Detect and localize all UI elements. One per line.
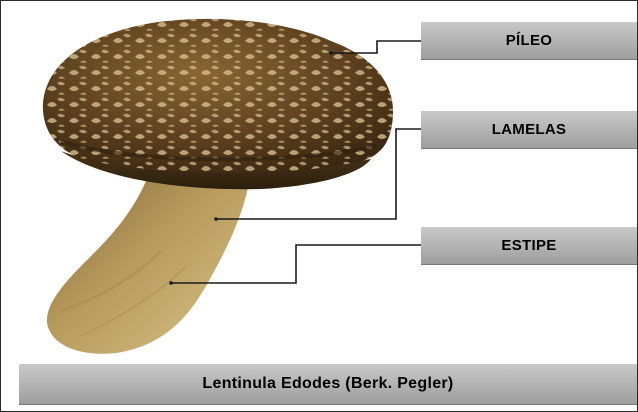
- species-caption: Lentinula Edodes (Berk. Pegler): [19, 364, 637, 404]
- label-pileo: PÍLEO: [421, 22, 637, 59]
- label-estipe: ESTIPE: [421, 227, 637, 264]
- label-lamelas: LAMELAS: [421, 111, 637, 148]
